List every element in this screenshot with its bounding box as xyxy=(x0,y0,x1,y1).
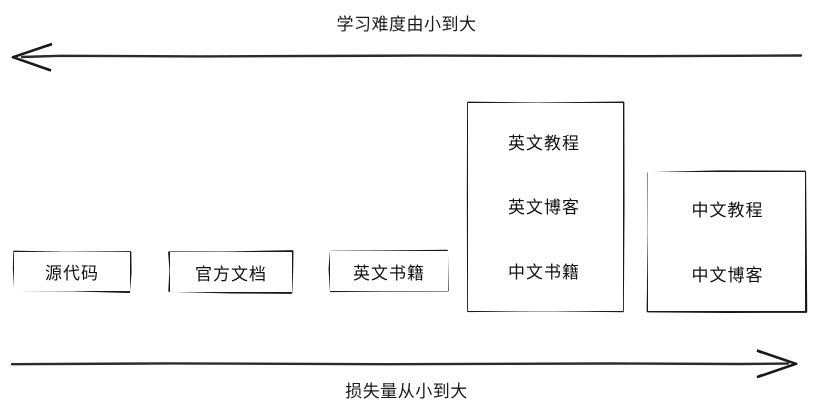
node-label-g2i1: 中文教程 xyxy=(691,200,764,221)
node-label-g1i2: 英文博客 xyxy=(508,198,580,218)
node-label-g2i2: 中文博客 xyxy=(691,266,764,286)
node-box-g1i3[interactable]: 中文书籍 xyxy=(487,252,601,288)
top-axis-label: 学习难度由小到大 xyxy=(336,15,477,35)
node-box-n3[interactable]: 英文书籍 xyxy=(330,251,448,291)
node-box-g1i2[interactable]: 英文博客 xyxy=(487,188,601,223)
node-box-g1i1[interactable]: 英文教程 xyxy=(487,124,601,159)
node-label-n1: 源代码 xyxy=(45,264,99,284)
arrow-left-icon xyxy=(11,42,803,72)
node-box-n1[interactable]: 源代码 xyxy=(14,252,130,291)
node-box-n2[interactable]: 官方文档 xyxy=(170,252,292,292)
bottom-axis-label: 损失量从小到大 xyxy=(345,382,468,402)
node-box-g2i2[interactable]: 中文博客 xyxy=(670,255,785,292)
node-label-g1i3: 中文书籍 xyxy=(508,262,580,283)
node-label-g1i1: 英文教程 xyxy=(508,134,580,154)
node-box-g2i1[interactable]: 中文教程 xyxy=(670,190,785,226)
node-label-n2: 官方文档 xyxy=(195,264,267,285)
node-label-n3: 英文书籍 xyxy=(353,263,425,284)
arrow-right-icon xyxy=(10,349,798,379)
